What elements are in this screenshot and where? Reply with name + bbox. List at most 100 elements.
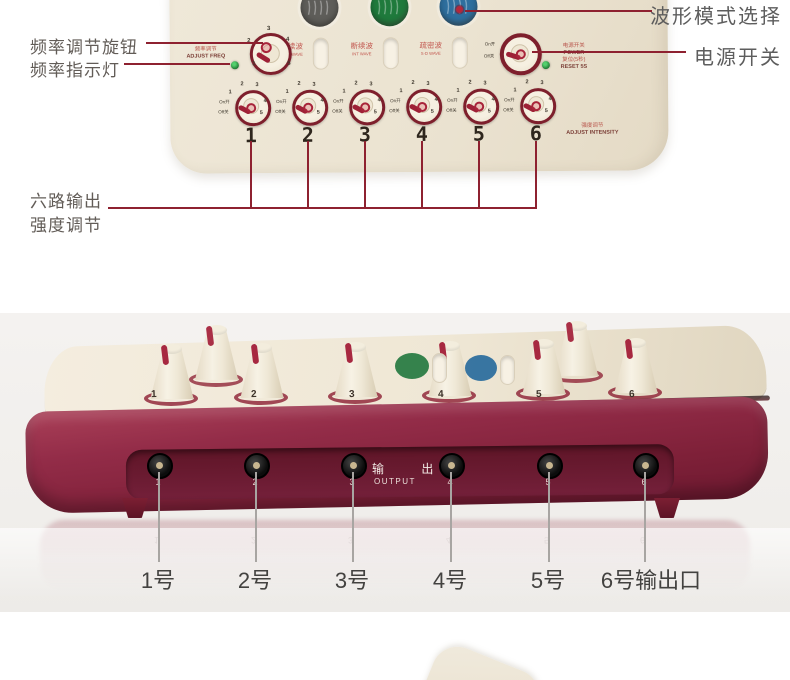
- reflection-fade: [0, 528, 790, 598]
- port-callout-line: [352, 472, 354, 562]
- port-callout-line: [450, 472, 452, 562]
- intensity-knob-5: [463, 88, 500, 125]
- jack-number-1: 1: [151, 477, 165, 487]
- knob-on-label: On开: [447, 97, 458, 103]
- adjust-intensity-en: ADJUST INTENSITY: [566, 129, 619, 136]
- int-wave-waveform-icon: [377, 0, 399, 15]
- wave-label-en: INT WAVE: [352, 51, 372, 56]
- port-label-2: 2号: [237, 568, 273, 593]
- jack-number-5: 5: [541, 477, 555, 487]
- cone-body: [240, 347, 284, 398]
- adjust-freq-en: ADJUST FREQ: [186, 53, 226, 60]
- knob-scale-4: 4: [320, 97, 324, 104]
- output-jack-2: [244, 453, 270, 479]
- power-knob-dot: [515, 49, 526, 60]
- knob-scale-1: 1: [456, 87, 460, 94]
- con-wave-waveform-icon: [307, 0, 329, 15]
- jack-pin: [156, 462, 163, 469]
- callout-line-vertical: [421, 141, 423, 207]
- knob-scale-2: 2: [297, 80, 301, 87]
- blue-button-hint: [465, 355, 497, 381]
- callout-line-vertical: [364, 141, 366, 207]
- frequency-indicator-led: [230, 61, 239, 70]
- device-foot-left: [122, 498, 148, 518]
- callout-line: [146, 42, 263, 44]
- cone-cap: [162, 344, 182, 354]
- port-callout-line: [158, 472, 160, 562]
- cone-cap: [206, 324, 227, 335]
- panel-front-digit-6: 6: [628, 388, 635, 401]
- knob-off-label: Off关: [389, 108, 400, 114]
- device-front-photo-section: 112233445566 输 出 OUTPUT 1号2号3号4号5号6号输出口 …: [0, 313, 790, 612]
- knob-scale-2: 2: [468, 79, 472, 86]
- bottom-white-section: [0, 612, 790, 680]
- cone-body: [522, 343, 566, 394]
- cone-body: [614, 342, 658, 393]
- callout-line-vertical: [307, 141, 309, 207]
- intensity-knob-dot: [360, 102, 371, 113]
- port-label-1: 1号: [140, 568, 176, 593]
- jack-pin: [253, 462, 260, 469]
- panel-front-digit-3: 3: [348, 388, 355, 401]
- port-callout-line: [644, 472, 646, 562]
- knob-scale-5: 5: [259, 110, 263, 117]
- freq-scale-1: 1: [252, 61, 256, 68]
- slot-hint: [500, 355, 515, 385]
- knob-scale-1: 1: [513, 87, 517, 94]
- panel-front-digit-1: 1: [150, 388, 157, 401]
- label-six-output-line1: 六路输出: [30, 192, 102, 211]
- jack-number-2: 2: [248, 477, 262, 487]
- knob-scale-1: 1: [342, 88, 346, 95]
- knob-scale-2: 2: [525, 79, 529, 86]
- intensity-knob-dot: [474, 101, 485, 112]
- cone-cap: [566, 320, 587, 331]
- output-jack-5: [537, 453, 563, 479]
- knob-on-label: On开: [219, 99, 230, 105]
- knob-off-label: Off关: [446, 107, 457, 113]
- knob-scale-3: 3: [483, 80, 487, 87]
- front-knob-cone: [234, 343, 288, 405]
- label-frequency-knob: 频率调节旋钮: [30, 38, 138, 57]
- intensity-knob-4: [406, 88, 443, 126]
- knob-scale-1: 1: [228, 89, 232, 96]
- intensity-knob-dot: [417, 101, 428, 113]
- knob-scale-4: 4: [491, 96, 495, 103]
- power-knob: [499, 33, 542, 76]
- output-jack-6: [633, 453, 659, 479]
- port-label-4: 4号: [432, 568, 468, 593]
- intensity-knob-dot: [303, 102, 314, 113]
- sd-wave-waveform-icon: [446, 0, 468, 14]
- port-callout-line: [548, 472, 550, 562]
- label-power-switch: 电源开关: [694, 47, 782, 69]
- port-label-6: 6号输出口: [600, 568, 702, 593]
- knob-scale-4: 4: [548, 96, 552, 103]
- knob-scale-1: 1: [399, 88, 403, 95]
- output-label-cn: 输 出: [372, 462, 451, 476]
- frequency-knob-dot: [260, 42, 272, 54]
- knob-off-label: Off关: [332, 108, 343, 114]
- knob-scale-3: 3: [369, 81, 373, 88]
- knob-scale-4: 4: [434, 96, 438, 103]
- slot-hint: [432, 353, 447, 383]
- jack-number-3: 3: [345, 477, 359, 487]
- label-waveform-select: 波形模式选择: [650, 6, 782, 28]
- cone-cap: [440, 341, 460, 351]
- knob-scale-5: 5: [373, 109, 377, 116]
- callout-line: [465, 10, 652, 12]
- front-knob-cone: [144, 344, 198, 406]
- knob-off-label: Off关: [503, 107, 514, 113]
- knob-scale-5: 5: [544, 108, 548, 115]
- indicator-slot-con-wave: [312, 37, 329, 70]
- cone-cap: [626, 338, 646, 348]
- knob-on-label: On开: [333, 98, 344, 104]
- front-knob-cone: [516, 339, 570, 401]
- port-label-5: 5号: [530, 568, 566, 593]
- knob-scale-5: 5: [430, 108, 434, 115]
- freq-scale-5: 5: [287, 60, 291, 67]
- front-knob-cone: [608, 338, 662, 400]
- knob-scale-2: 2: [411, 80, 415, 87]
- cone-cap: [534, 339, 554, 349]
